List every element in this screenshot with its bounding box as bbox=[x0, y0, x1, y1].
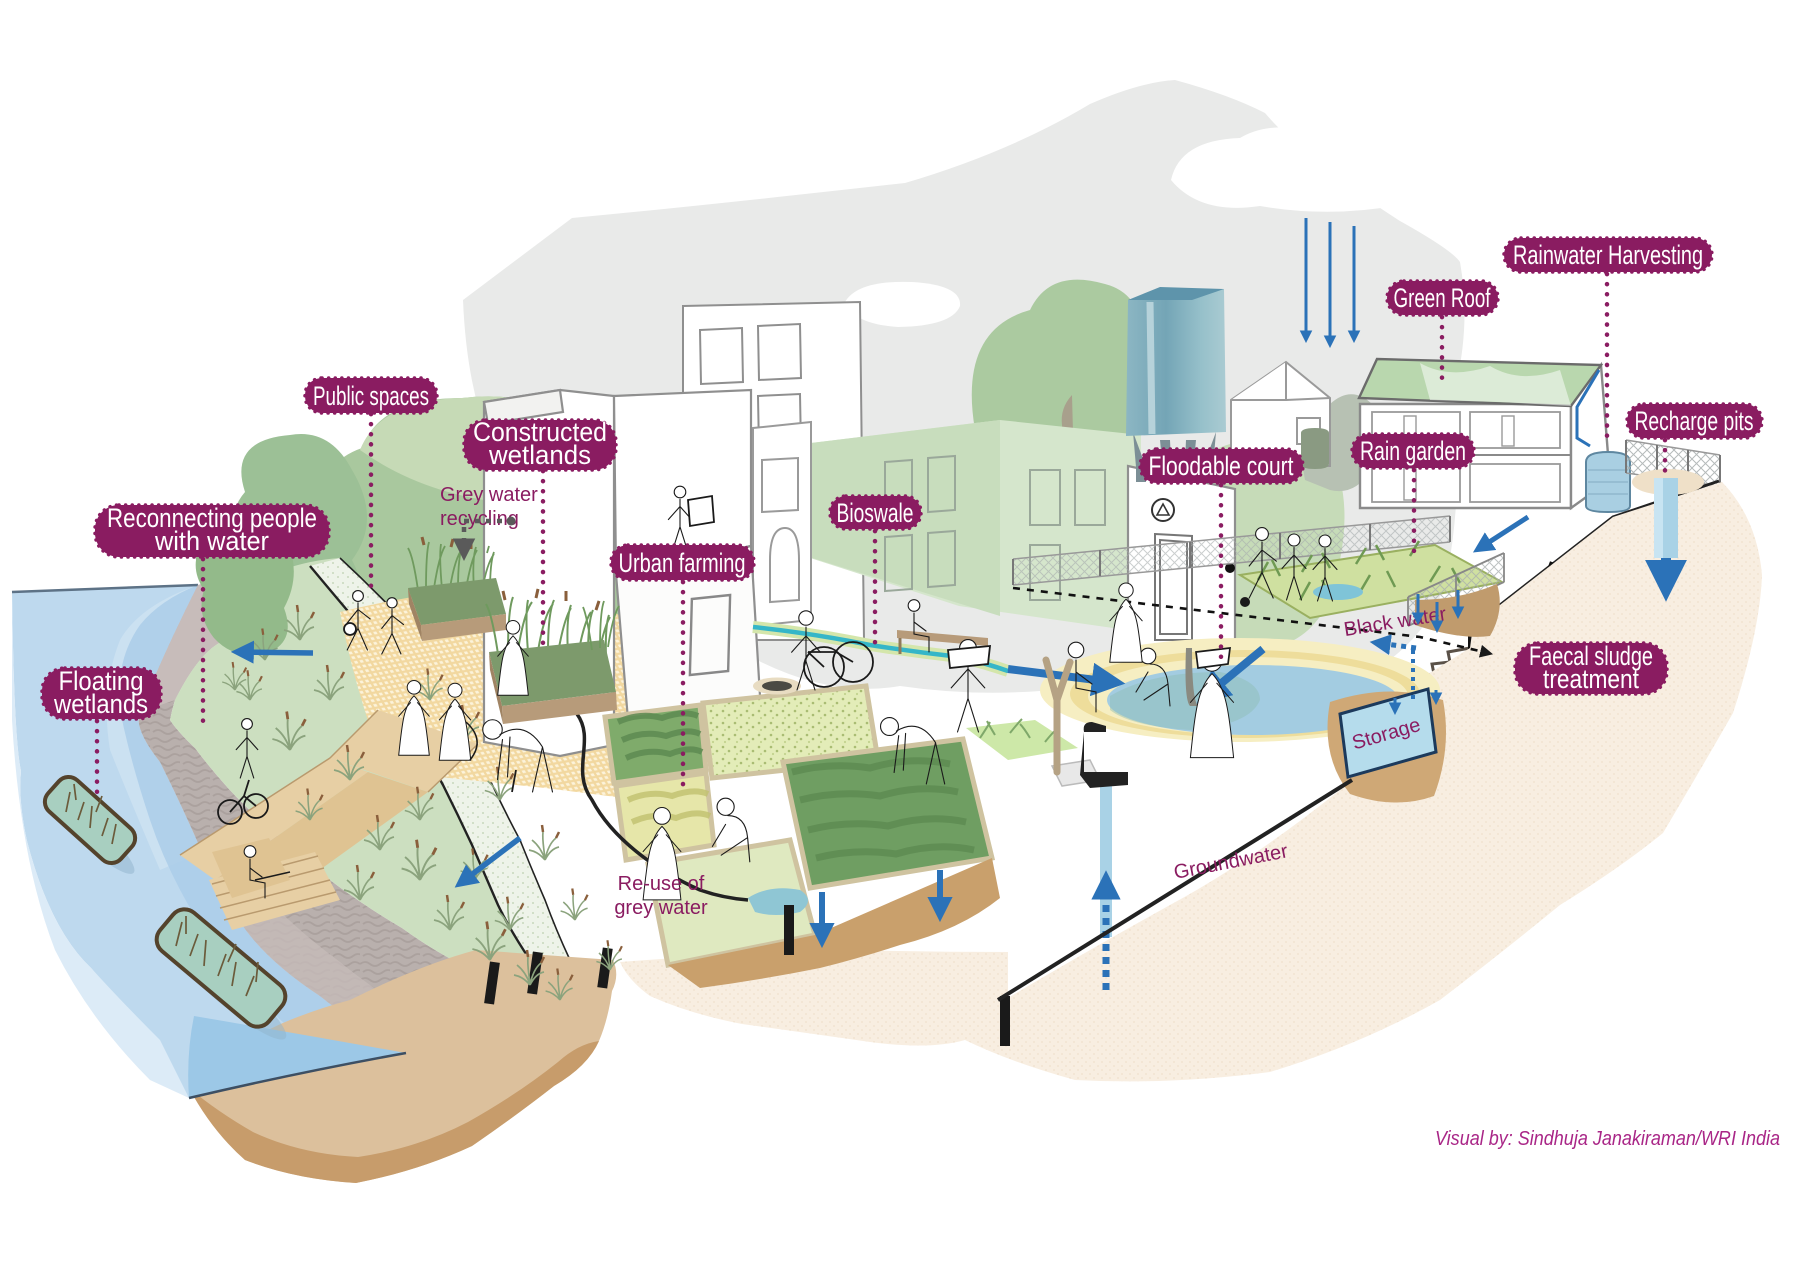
svg-text:wetlands: wetlands bbox=[488, 440, 591, 470]
svg-text:Rain garden: Rain garden bbox=[1360, 436, 1466, 466]
svg-text:Bioswale: Bioswale bbox=[837, 498, 914, 528]
svg-text:with water: with water bbox=[154, 526, 269, 556]
svg-text:Faecal sludge: Faecal sludge bbox=[1529, 641, 1653, 671]
svg-text:Recharge pits: Recharge pits bbox=[1635, 406, 1754, 436]
svg-text:Green Roof: Green Roof bbox=[1394, 283, 1491, 313]
svg-text:grey water: grey water bbox=[614, 897, 708, 919]
svg-text:treatment: treatment bbox=[1543, 664, 1639, 694]
svg-text:Re-use of: Re-use of bbox=[618, 873, 705, 895]
svg-text:wetlands: wetlands bbox=[53, 689, 148, 719]
svg-text:Reconnecting people: Reconnecting people bbox=[107, 503, 317, 533]
svg-text:Public spaces: Public spaces bbox=[313, 381, 429, 411]
svg-text:Floating: Floating bbox=[59, 666, 144, 696]
svg-text:Rainwater Harvesting: Rainwater Harvesting bbox=[1513, 240, 1703, 270]
svg-text:Floodable court: Floodable court bbox=[1149, 451, 1294, 481]
svg-text:Visual by: Sindhuja Janakirama: Visual by: Sindhuja Janakiraman/WRI Indi… bbox=[1435, 1127, 1780, 1150]
svg-text:Urban farming: Urban farming bbox=[619, 548, 746, 578]
svg-text:Constructed: Constructed bbox=[473, 417, 607, 447]
svg-text:Grey water: Grey water bbox=[440, 484, 538, 506]
